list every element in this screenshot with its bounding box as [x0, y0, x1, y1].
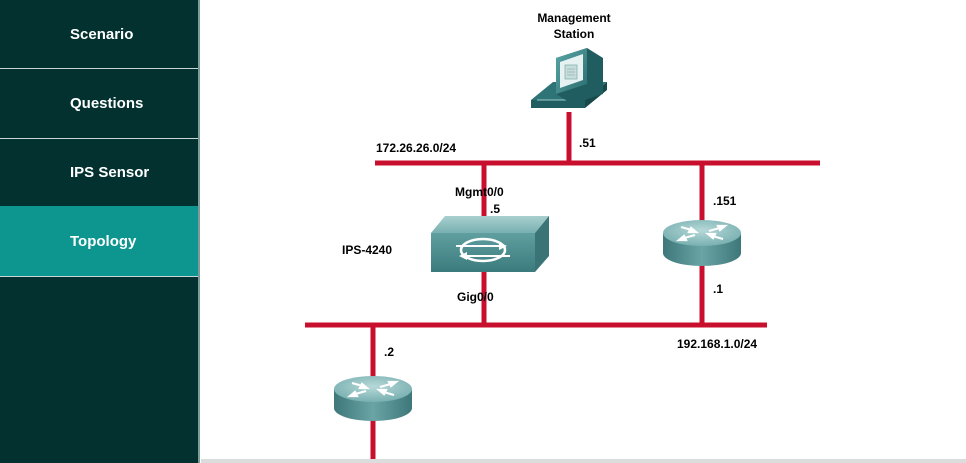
- router-icon: [663, 220, 741, 266]
- nav-item-label: Topology: [70, 232, 137, 250]
- nav-item-label: Scenario: [70, 25, 134, 43]
- management-station-label-line1: Management: [537, 11, 610, 25]
- nav-item-ips-sensor[interactable]: IPS Sensor: [0, 139, 198, 206]
- router-icon: [334, 376, 412, 421]
- management-station-label-line2: Station: [554, 27, 595, 41]
- ips-name-label: IPS-4240: [342, 243, 392, 257]
- bottom-rule: [201, 459, 966, 463]
- nav-item-scenario[interactable]: Scenario: [0, 0, 198, 68]
- network-top-label: 172.26.26.0/24: [376, 141, 456, 155]
- link-lines: [305, 112, 820, 463]
- topology-canvas: Management Station .51 172.26.26.0/24 Mg…: [305, 11, 820, 463]
- nav-divider: [0, 138, 198, 139]
- nav-item-label: IPS Sensor: [70, 164, 150, 181]
- network-bottom-label: 192.168.1.0/24: [677, 337, 757, 351]
- nav-item-questions[interactable]: Questions: [0, 69, 198, 138]
- nav-divider: [0, 276, 198, 277]
- sidebar-nav: Scenario Questions IPS Sensor Topology: [0, 0, 200, 463]
- nav-item-topology[interactable]: Topology: [0, 206, 198, 276]
- management-station-icon: [531, 48, 607, 108]
- management-station-host-label: .51: [579, 136, 596, 150]
- ips-data-interface-label: Gig0/0: [457, 290, 494, 304]
- router-bottom-host-label: .2: [384, 345, 394, 359]
- nav-divider: [0, 68, 198, 69]
- ips-mgmt-interface-label: Mgmt0/0: [455, 185, 504, 199]
- nav-item-label: Questions: [70, 95, 144, 112]
- ips-mgmt-host-label: .5: [490, 202, 500, 216]
- router-right-bottom-host-label: .1: [713, 282, 723, 296]
- router-right-top-host-label: .151: [713, 194, 737, 208]
- ips-sensor-icon: [431, 216, 549, 272]
- topology-diagram: Management Station .51 172.26.26.0/24 Mg…: [201, 0, 966, 463]
